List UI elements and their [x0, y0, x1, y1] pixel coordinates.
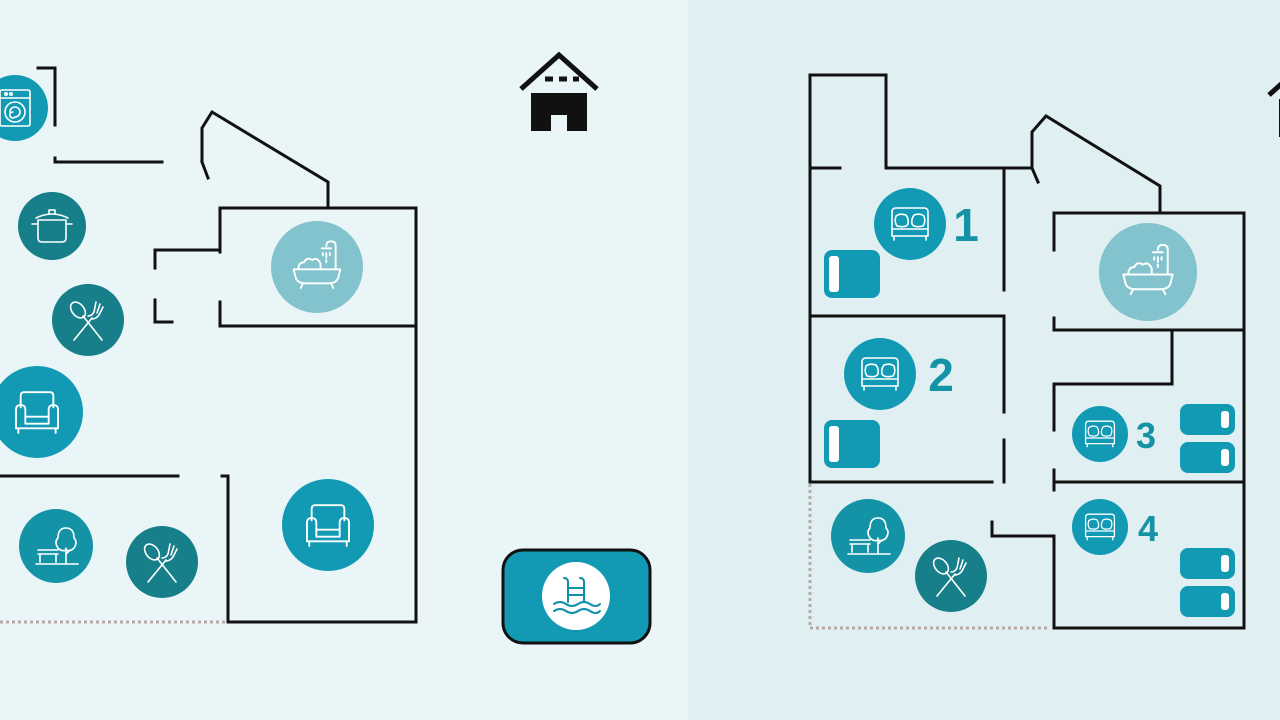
cooking-pot-icon: [18, 192, 86, 260]
bedroom-2-bed-icon: [844, 338, 916, 410]
armchair-icon: [282, 479, 374, 571]
cutlery-icon: [52, 284, 124, 356]
left-plan-walls: [0, 66, 418, 624]
bathtub-shower-icon: [271, 221, 363, 313]
right-plan-dotted-boundary: [808, 484, 1050, 630]
right-plan-walls: [808, 73, 1246, 630]
bedroom-4-bed-icon: [1072, 499, 1128, 555]
pool-ladder-icon[interactable]: [501, 548, 652, 645]
cutlery-icon: [915, 540, 987, 612]
bedroom-number: 3: [1136, 415, 1156, 456]
single-bed-icon: [1180, 586, 1235, 617]
single-bed-icon: [1180, 442, 1235, 473]
bedroom-1-bed-icon: [874, 188, 946, 260]
park-bench-tree-icon: [19, 509, 93, 583]
single-bed-icon: [1180, 548, 1235, 579]
single-bed-icon: [824, 250, 880, 298]
bedroom-number: 1: [953, 199, 979, 251]
armchair-icon: [0, 366, 83, 458]
bedroom-number: 2: [928, 349, 954, 401]
park-bench-tree-icon: [831, 499, 905, 573]
single-bed-icon: [1180, 404, 1235, 435]
bedroom-number: 4: [1138, 508, 1158, 549]
single-bed-icon: [824, 420, 880, 468]
cutlery-icon: [126, 526, 198, 598]
bedroom-3-bed-icon: [1072, 406, 1128, 462]
washing-machine-icon: [0, 75, 48, 141]
single-beds: [824, 250, 1235, 617]
bathtub-shower-icon: [1099, 223, 1197, 321]
